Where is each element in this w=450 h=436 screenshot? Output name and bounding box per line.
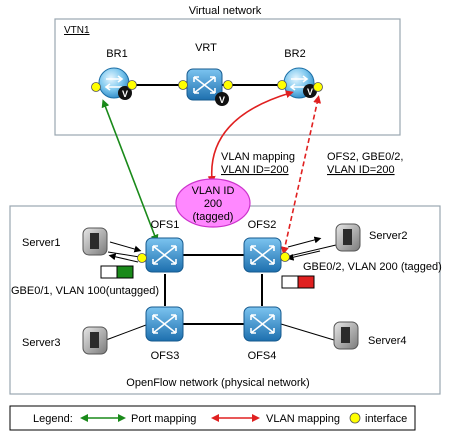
vlan-id-bubble: VLAN ID 200 (tagged): [175, 178, 251, 228]
interface-dot: [223, 80, 233, 90]
svg-text:V: V: [122, 89, 128, 99]
port-mapping-arrow: [101, 99, 159, 243]
ofs2-label: OFS2: [248, 219, 277, 231]
ofs2-port-label-line1: OFS2, GBE0/2,: [327, 151, 403, 163]
bridge-arrows: [104, 75, 124, 91]
legend: Legend: Port mapping VLAN mapping interf…: [9, 405, 416, 431]
bridge-arrows: [289, 75, 309, 91]
server3-label: Server3: [22, 337, 61, 349]
server1-label: Server1: [22, 237, 61, 249]
interface-dot: [137, 253, 147, 263]
v-badge-vrt: V: [215, 92, 229, 106]
switch-ofs4[interactable]: [243, 306, 282, 342]
link-server4-ofs4: [280, 323, 335, 341]
server3[interactable]: Server3: [22, 326, 108, 355]
traffic-arrow: [286, 250, 321, 261]
switch-arrows: [250, 245, 275, 265]
link-server3-ofs3: [105, 324, 147, 341]
ofs4-label: OFS4: [248, 350, 277, 362]
legend-interface-dot: [349, 412, 361, 424]
ofs2-port-status: [281, 275, 315, 289]
interface-dot: [277, 80, 287, 90]
svg-text:VLAN ID: VLAN ID: [192, 185, 235, 197]
br2-label: BR2: [284, 48, 305, 60]
physical-network-title: OpenFlow network (physical network): [126, 377, 309, 389]
ofs1-label: OFS1: [151, 219, 180, 231]
legend-title: Legend:: [33, 413, 73, 425]
traffic-arrow: [287, 236, 322, 248]
virtual-network-title: Virtual network: [189, 5, 262, 17]
traffic-arrow: [109, 241, 142, 253]
interface-dot: [313, 82, 323, 92]
server2-label: Server2: [369, 230, 408, 242]
ofs3-label: OFS3: [151, 350, 180, 362]
svg-text:V: V: [219, 95, 225, 105]
ofs2-port-label-line2: VLAN ID=200: [327, 164, 395, 176]
switch-arrows: [152, 245, 177, 265]
legend-port-mapping-label: Port mapping: [131, 413, 196, 425]
interface-dot: [178, 80, 188, 90]
ofs1-port-label: GBE0/1, VLAN 100(untagged): [11, 285, 159, 297]
switch-arrows: [152, 314, 177, 334]
svg-text:200: 200: [204, 198, 222, 210]
server4[interactable]: Server4: [333, 321, 407, 350]
ofs2-vlan-mapping-arrow: [280, 95, 322, 255]
switch-arrows: [250, 314, 275, 334]
ofs2-port-label: GBE0/2, VLAN 200 (tagged): [303, 261, 442, 273]
vlan-mapping-arrow: [207, 90, 294, 184]
legend-vlan-mapping-label: VLAN mapping: [266, 413, 340, 425]
vtn-label: VTN1: [64, 25, 90, 36]
traffic-arrow: [108, 253, 139, 263]
server4-label: Server4: [368, 335, 407, 347]
legend-interface-label: interface: [365, 413, 407, 425]
server2[interactable]: Server2: [335, 223, 408, 252]
server1[interactable]: Server1: [22, 227, 108, 256]
ofs1-port-status: [100, 265, 134, 279]
interface-dot: [127, 80, 137, 90]
interface-dot: [91, 82, 101, 92]
svg-text:V: V: [307, 87, 313, 97]
switch-ofs2[interactable]: [243, 237, 282, 273]
br1-label: BR1: [106, 48, 127, 60]
v-badge-br1: V: [118, 86, 132, 100]
vlan-mapping-label-line1: VLAN mapping: [221, 151, 295, 163]
interface-dot: [280, 252, 290, 262]
switch-ofs1[interactable]: [145, 237, 184, 273]
vlan-mapping-label-line2: VLAN ID=200: [221, 164, 289, 176]
svg-text:(tagged): (tagged): [193, 211, 234, 223]
vrt-label: VRT: [195, 42, 217, 54]
switch-ofs3[interactable]: [145, 306, 184, 342]
